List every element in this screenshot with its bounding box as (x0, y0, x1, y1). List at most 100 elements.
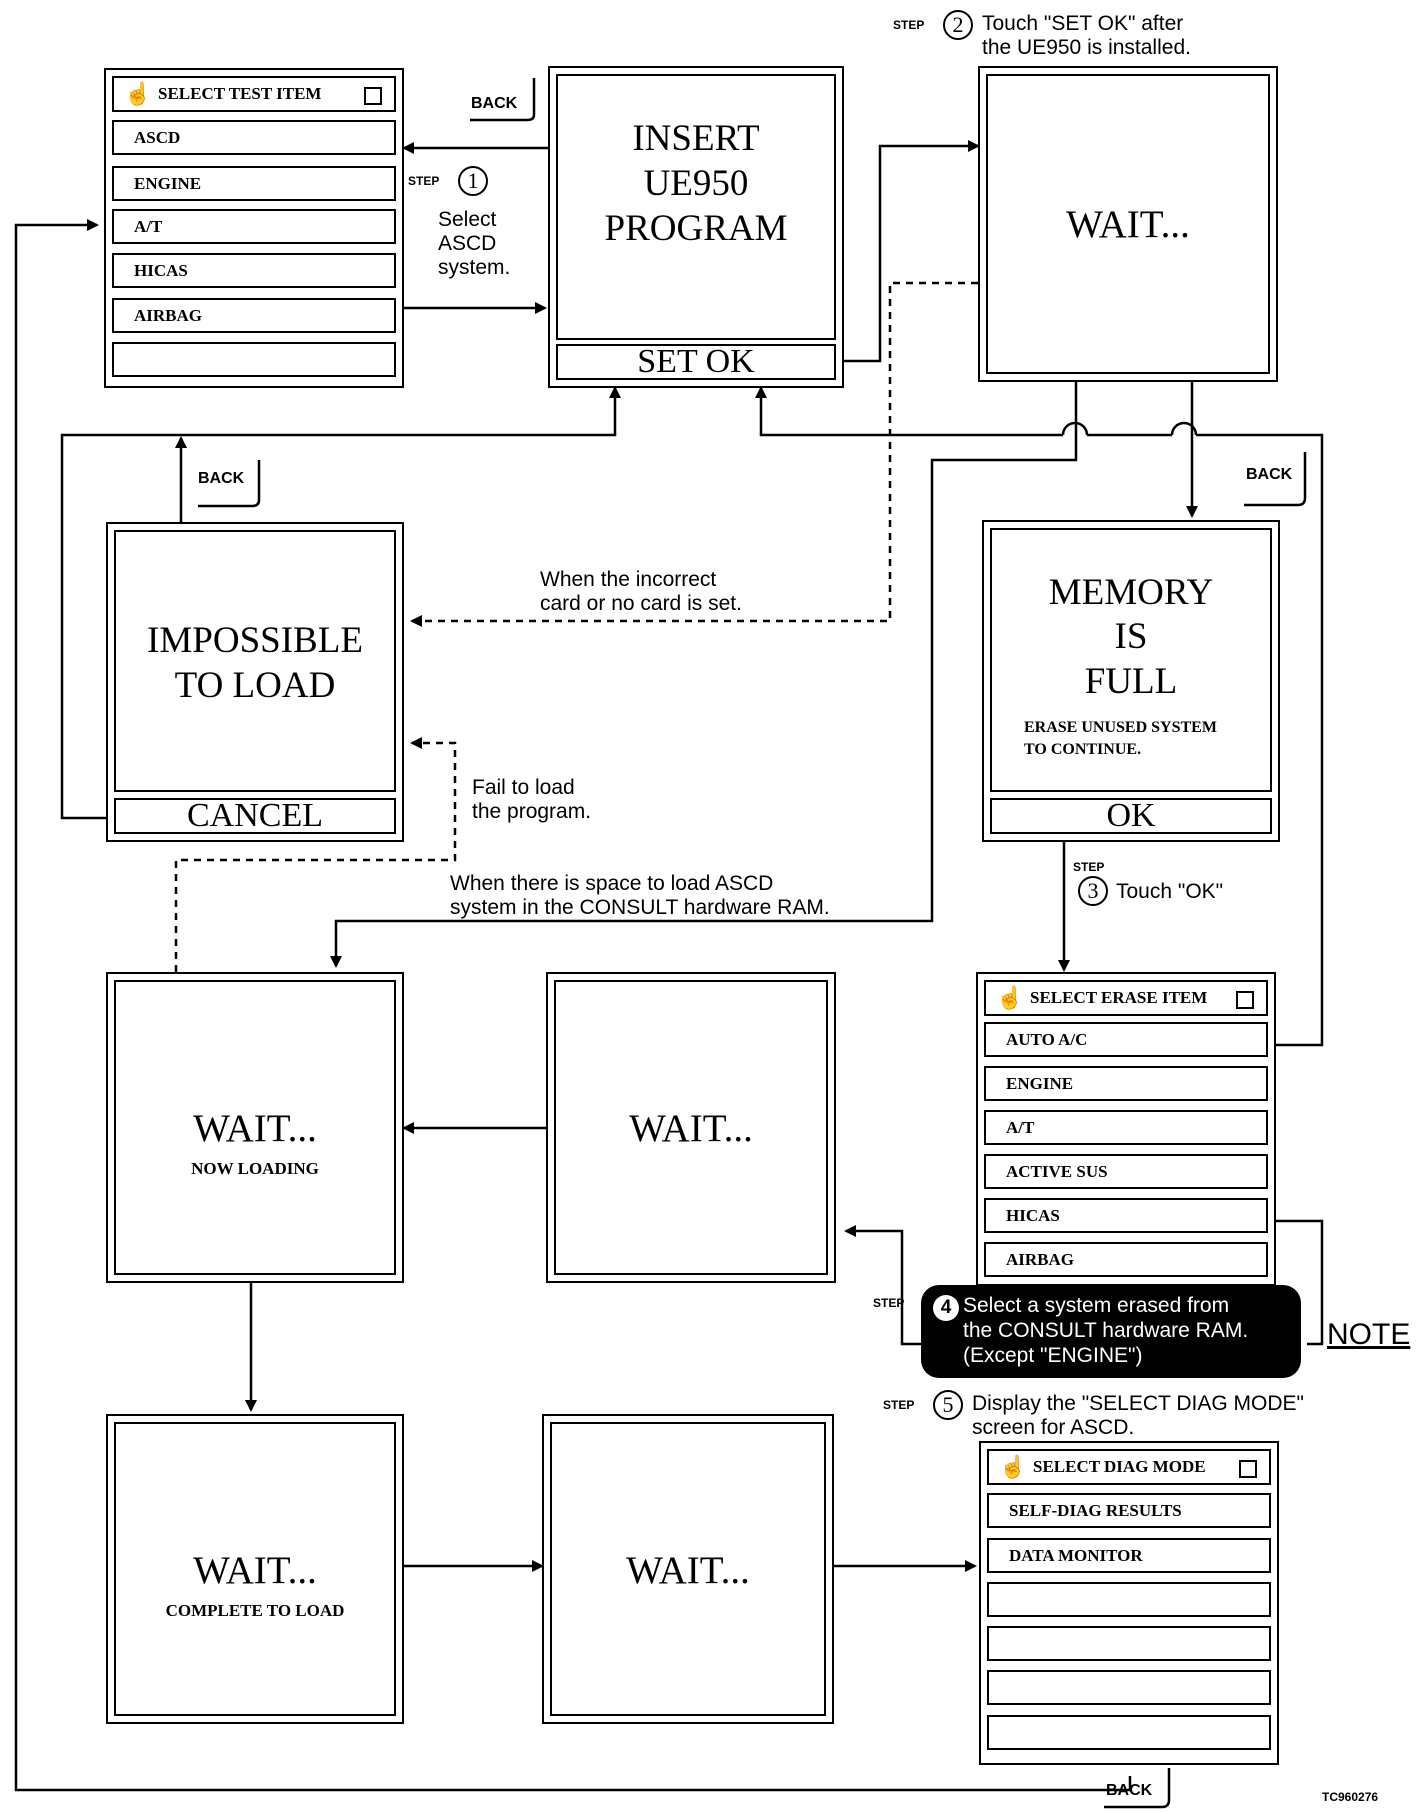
step-5-text-2: screen for ASCD. (972, 1416, 1135, 1439)
step-4-number: 4 (933, 1295, 959, 1321)
step-2-label: STEP (893, 18, 925, 32)
step-1-text-2: ASCD (438, 232, 497, 255)
wait-mid-text: WAIT... (629, 1107, 753, 1150)
diag-item-self-diag[interactable]: SELF-DIAG RESULTS (987, 1493, 1271, 1528)
incorrect-card-note-1: When the incorrect (540, 568, 717, 591)
step-4-text-3: (Except "ENGINE") (963, 1344, 1143, 1367)
wait-complete-sub: COMPLETE TO LOAD (165, 1601, 345, 1620)
ok-button[interactable]: OK (990, 798, 1272, 834)
diag-item-data-monitor[interactable]: DATA MONITOR (987, 1538, 1271, 1573)
back-label-diag[interactable]: BACK (1106, 1782, 1153, 1799)
impossible-line-2: TO LOAD (174, 665, 336, 706)
impossible-line-1: IMPOSSIBLE (147, 620, 363, 661)
figure-id: TC960276 (1322, 1790, 1379, 1804)
hand-pointer-icon: ☝ (124, 81, 152, 106)
wait-top-text: WAIT... (1066, 203, 1190, 246)
wait-loading-sub: NOW LOADING (191, 1159, 319, 1178)
wait-screen-top: WAIT... (978, 66, 1278, 382)
step-2-text-2: the UE950 is installed. (982, 36, 1191, 59)
back-label-impossible[interactable]: BACK (198, 470, 245, 487)
step-1-text-3: system. (438, 256, 511, 279)
erase-item-active-sus[interactable]: ACTIVE SUS (984, 1154, 1268, 1189)
wait-bottom-inner (550, 1422, 826, 1716)
back-label-wait[interactable]: BACK (1246, 466, 1293, 483)
hand-pointer-icon: ☝ (996, 985, 1024, 1010)
insert-line-3: PROGRAM (604, 208, 788, 249)
step-4-callout: 4 Select a system erased from the CONSUL… (921, 1285, 1301, 1378)
memory-sub-1: ERASE UNUSED SYSTEM (1024, 719, 1217, 736)
step-4-label: STEP (873, 1296, 905, 1310)
test-item-empty[interactable] (112, 342, 396, 377)
insert-program-screen: INSERT UE950 PROGRAM SET OK (548, 66, 844, 388)
memory-line-2: IS (1114, 616, 1148, 657)
insert-line-2: UE950 (643, 163, 749, 204)
insert-program-inner (556, 74, 836, 340)
space-note-1: When there is space to load ASCD (450, 872, 774, 895)
test-item-engine[interactable]: ENGINE (112, 166, 396, 201)
step-3-label: STEP (1073, 860, 1105, 874)
select-diag-mode-screen: ☝ SELECT DIAG MODE SELF-DIAG RESULTS DAT… (979, 1441, 1279, 1765)
impossible-inner (114, 530, 396, 792)
diag-item-empty-2[interactable] (987, 1626, 1271, 1661)
wait-screen-mid: WAIT... (546, 972, 836, 1283)
wait-mid-inner (554, 980, 828, 1275)
menu-square-icon (1239, 1460, 1257, 1478)
select-erase-item-title: SELECT ERASE ITEM (1030, 988, 1208, 1007)
set-ok-button[interactable]: SET OK (556, 344, 836, 380)
wait-screen-bottom: WAIT... (542, 1414, 834, 1724)
step-1-number: 1 (458, 166, 488, 196)
step-5-label: STEP (883, 1398, 915, 1412)
select-test-item-title: SELECT TEST ITEM (158, 84, 322, 103)
test-item-hicas[interactable]: HICAS (112, 253, 396, 288)
step-2-number: 2 (943, 10, 973, 40)
space-note-2: system in the CONSULT hardware RAM. (450, 896, 830, 919)
erase-item-engine[interactable]: ENGINE (984, 1066, 1268, 1101)
step-3-text: Touch "OK" (1116, 880, 1224, 903)
wait-bottom-text: WAIT... (626, 1549, 750, 1592)
diag-item-empty-1[interactable] (987, 1582, 1271, 1617)
wait-loading-text: WAIT... (193, 1107, 317, 1150)
step-3-number: 3 (1078, 876, 1108, 906)
diag-item-empty-4[interactable] (987, 1715, 1271, 1750)
erase-item-hicas[interactable]: HICAS (984, 1198, 1268, 1233)
select-test-item-screen: ☝ SELECT TEST ITEM ASCD ENGINE A/T HICAS… (104, 68, 404, 388)
memory-line-1: MEMORY (1048, 572, 1214, 613)
erase-item-airbag[interactable]: AIRBAG (984, 1242, 1268, 1277)
note-label: NOTE (1327, 1318, 1411, 1351)
back-label-insert[interactable]: BACK (471, 95, 518, 112)
cancel-button[interactable]: CANCEL (114, 798, 396, 834)
diag-item-empty-3[interactable] (987, 1670, 1271, 1705)
memory-line-3: FULL (1084, 661, 1178, 702)
memory-full-screen: MEMORY IS FULL ERASE UNUSED SYSTEM TO CO… (982, 520, 1280, 842)
wait-complete-text: WAIT... (193, 1549, 317, 1592)
select-erase-item-screen: ☝ SELECT ERASE ITEM AUTO A/C ENGINE A/T … (976, 972, 1276, 1286)
step-1-label: STEP (408, 174, 440, 188)
test-item-airbag[interactable]: AIRBAG (112, 298, 396, 333)
fail-load-note-1: Fail to load (472, 776, 575, 799)
erase-item-at[interactable]: A/T (984, 1110, 1268, 1145)
select-test-item-header: ☝ SELECT TEST ITEM (112, 76, 396, 112)
select-diag-mode-title: SELECT DIAG MODE (1033, 1457, 1206, 1476)
memory-sub-2: TO CONTINUE. (1024, 741, 1142, 758)
wait-top-inner (986, 74, 1270, 374)
memory-full-inner (990, 528, 1272, 792)
impossible-to-load-screen: IMPOSSIBLE TO LOAD CANCEL (106, 522, 404, 842)
select-erase-item-header: ☝ SELECT ERASE ITEM (984, 980, 1268, 1016)
menu-square-icon (364, 87, 382, 105)
step-4-text-1: Select a system erased from (963, 1294, 1230, 1317)
fail-load-note-2: the program. (472, 800, 592, 823)
step-2-text-1: Touch "SET OK" after (982, 12, 1184, 35)
select-diag-mode-header: ☝ SELECT DIAG MODE (987, 1449, 1271, 1485)
hand-pointer-icon: ☝ (999, 1454, 1027, 1479)
insert-line-1: INSERT (632, 118, 760, 159)
wait-complete-screen: WAIT... COMPLETE TO LOAD (106, 1414, 404, 1724)
step-1-text-1: Select (438, 208, 497, 231)
test-item-ascd[interactable]: ASCD (112, 120, 396, 155)
step-5-number: 5 (933, 1390, 963, 1420)
test-item-at[interactable]: A/T (112, 209, 396, 244)
menu-square-icon (1236, 991, 1254, 1009)
step-5-text-1: Display the "SELECT DIAG MODE" (972, 1392, 1304, 1415)
erase-item-auto-ac[interactable]: AUTO A/C (984, 1022, 1268, 1057)
wait-now-loading-screen: WAIT... NOW LOADING (106, 972, 404, 1283)
